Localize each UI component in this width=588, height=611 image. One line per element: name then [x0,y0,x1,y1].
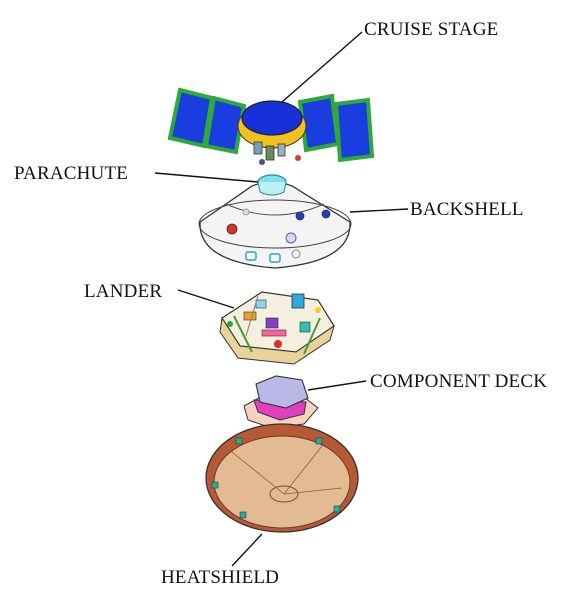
lander-instrument-teal [299,321,311,333]
label-component-deck: COMPONENT DECK [370,371,548,392]
lander-strut-3 [245,295,259,337]
cruise-hardware-2 [265,145,275,161]
backshell-port-6 [321,209,331,219]
lander-instrument-purple [265,317,279,329]
cruise-hardware-3 [277,143,286,157]
lander-instrument-orange [243,311,257,321]
heatshield-rib-1 [231,451,285,495]
leader-parachute [154,172,259,183]
lander-part-red [274,340,282,348]
heatshield-fitting-3 [211,481,219,489]
label-cruise-stage: CRUISE STAGE [364,19,499,40]
leader-cruise-stage [281,31,363,103]
parachute-body [257,181,287,196]
solar-panel-right-outer [333,97,375,163]
heatshield-fitting-1 [235,437,243,445]
deck-top [255,375,309,409]
lander-strut-2 [303,317,321,355]
cruise-hardware-1 [253,141,263,155]
leader-heatshield [231,533,263,567]
label-parachute: PARACHUTE [14,163,129,184]
parachute-canister [257,174,287,196]
component-deck [243,375,319,429]
backshell-rim [198,199,352,249]
leader-backshell [349,208,409,213]
leader-component-deck [307,380,367,391]
cruise-stage [167,87,375,165]
solar-panel-left-inner [203,95,247,155]
heatshield [205,423,359,533]
cruise-body-top [241,100,303,136]
label-lander: LANDER [84,281,163,302]
label-heatshield: HEATSHIELD [161,567,280,588]
backshell-port-red [226,223,238,235]
backshell-port-3 [291,249,301,259]
heatshield-fitting-5 [333,505,341,513]
lander-strut-1 [233,315,253,353]
leader-lander [177,289,235,309]
lander-part-yellow [315,307,321,313]
cruise-hardware-dot [259,159,265,165]
lander-instrument-blue [291,293,305,309]
backshell-port-1 [245,251,257,261]
lander-instrument-pink [261,329,287,337]
backshell-port-7 [242,208,250,216]
backshell-port-2 [269,253,281,263]
lander [219,291,335,365]
heatshield-fitting-2 [315,437,323,445]
backshell-port-5 [295,211,305,221]
cruise-thruster [295,155,301,161]
lander-instrument-cyan [255,299,267,309]
lander-part-green [227,321,233,327]
heatshield-inner [213,435,351,529]
heatshield-rib-3 [283,487,343,495]
heatshield-fitting-4 [239,511,247,519]
backshell-port-4 [285,232,297,244]
heatshield-rib-2 [283,445,323,495]
backshell-band [225,203,325,216]
label-backshell: BACKSHELL [410,199,524,220]
heatshield-center-ring [269,485,299,503]
